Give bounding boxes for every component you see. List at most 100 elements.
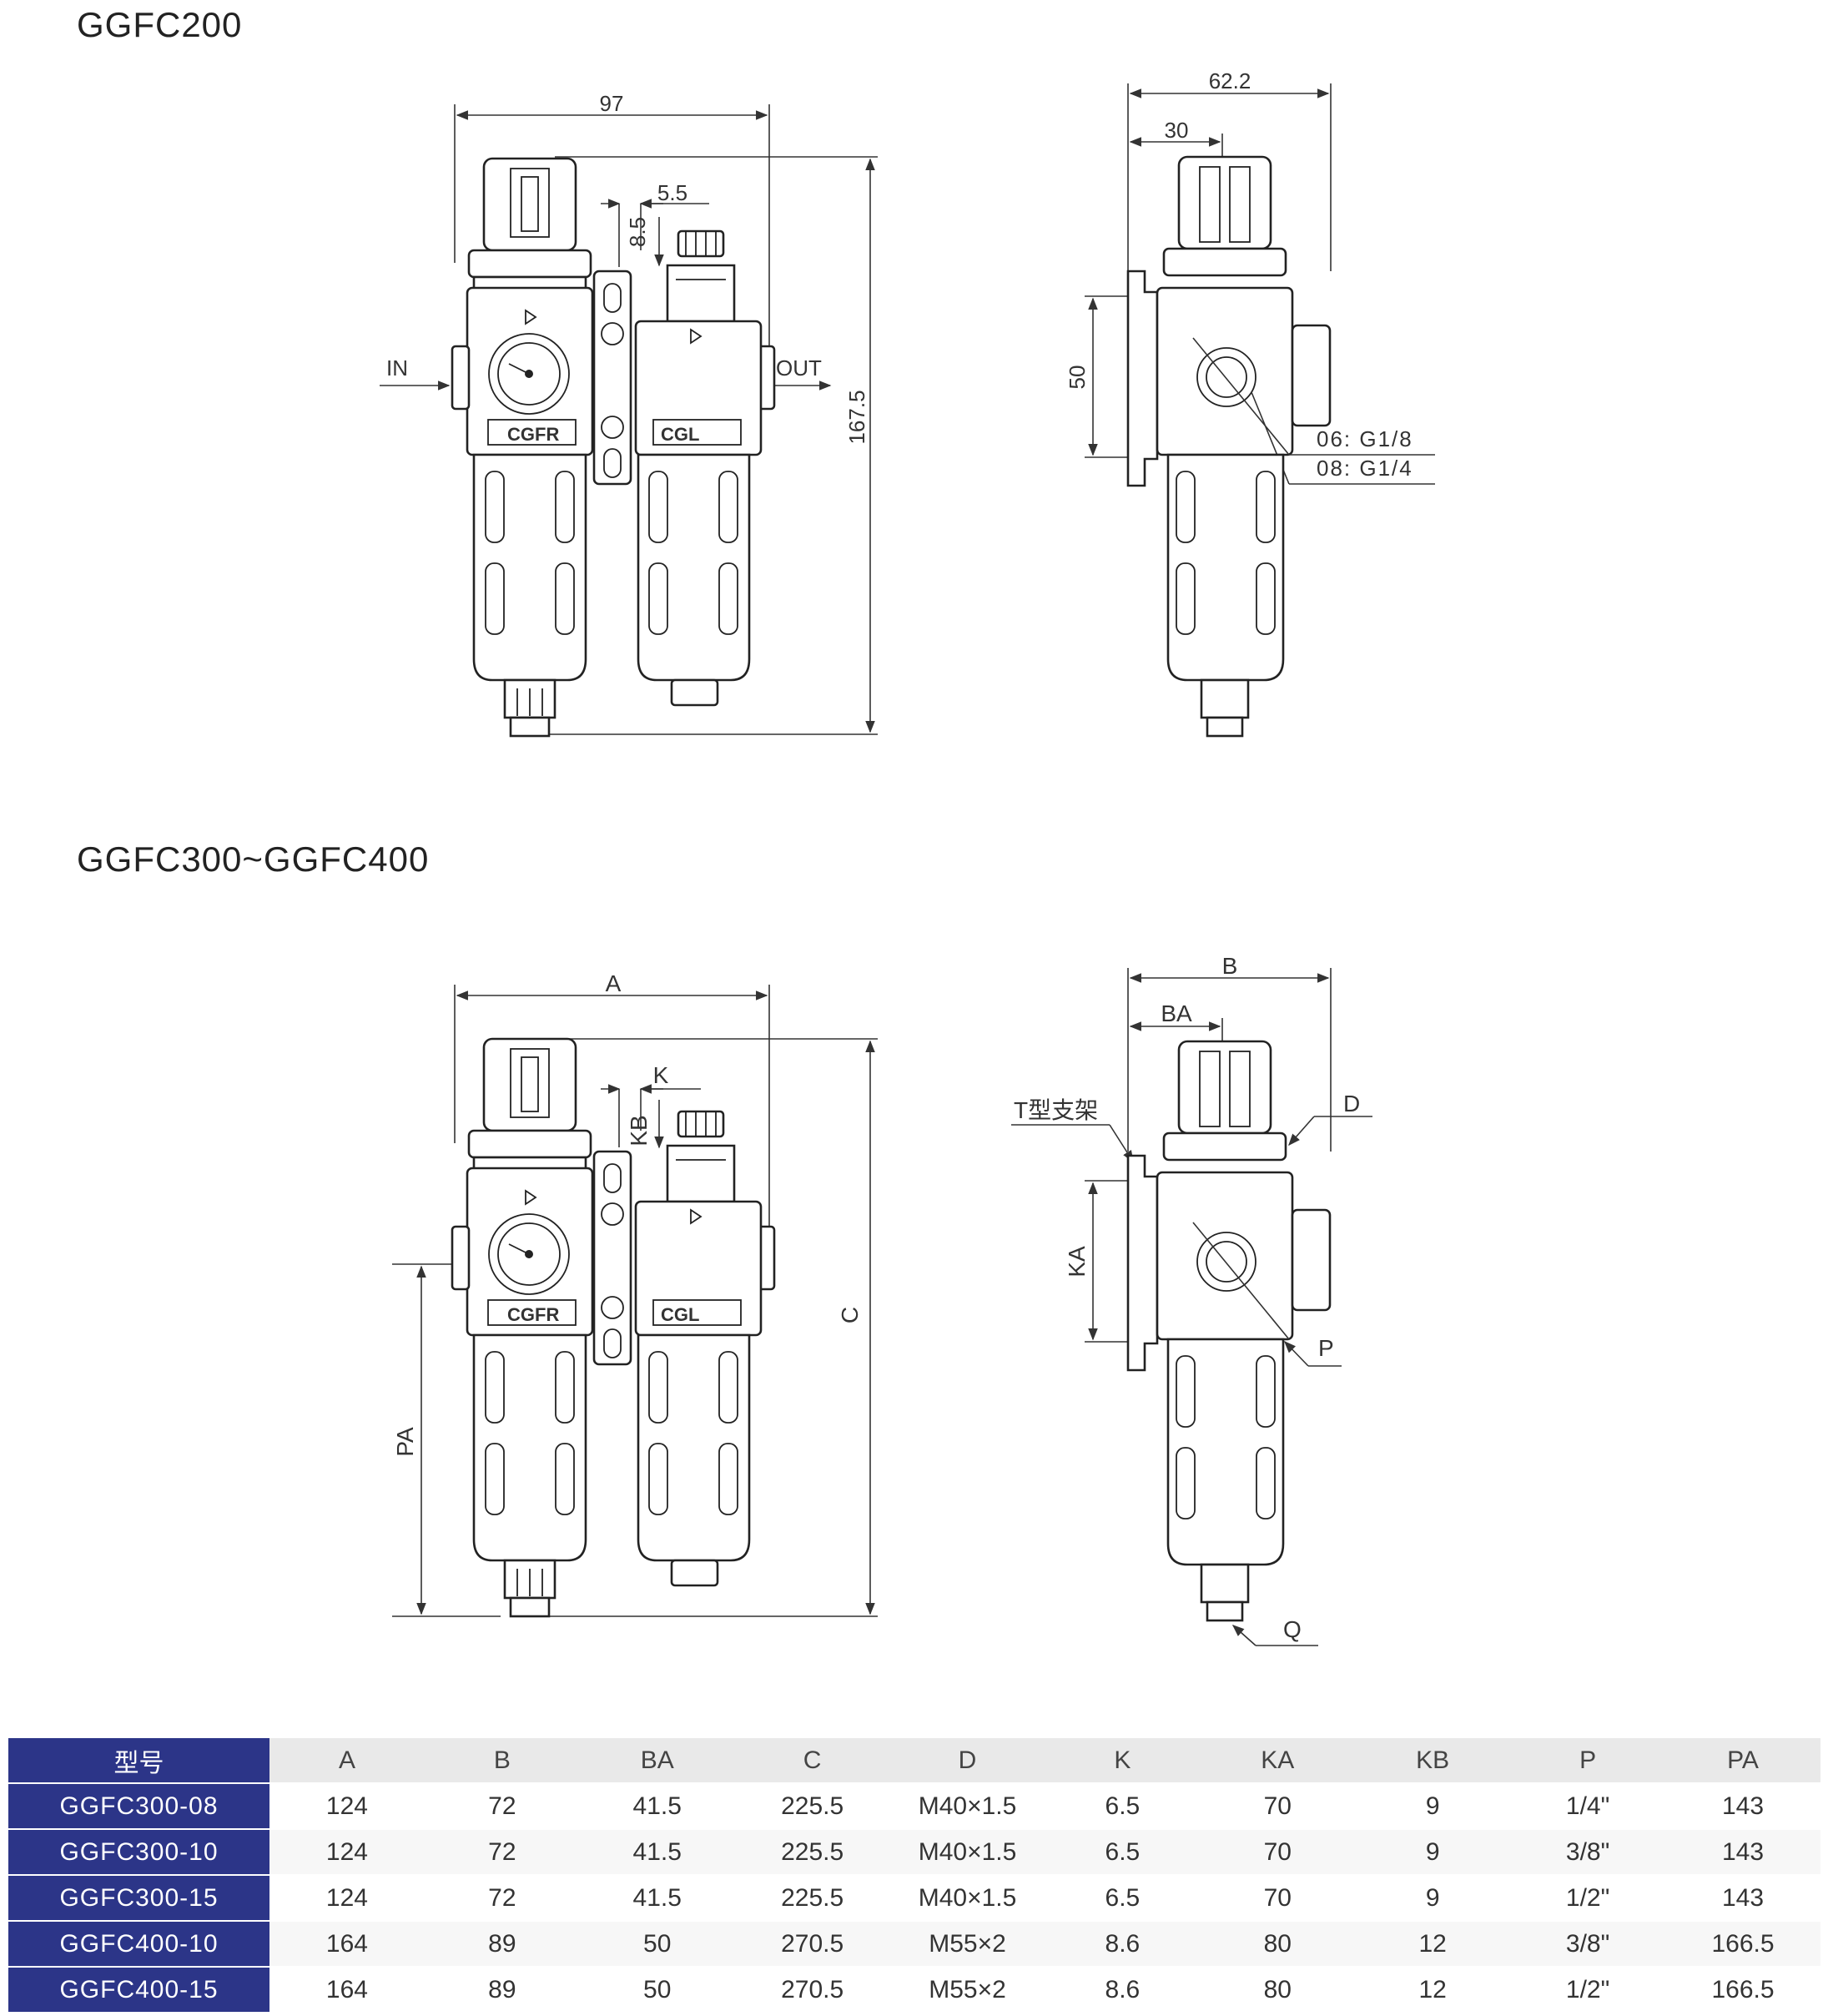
cell-c: 225.5: [734, 1875, 890, 1922]
dim-30-label: 30: [1165, 118, 1189, 143]
cell-a: 164: [269, 1921, 425, 1968]
port-08-label: 08: G1/4: [1317, 456, 1413, 481]
cell-a: 164: [269, 1967, 425, 2013]
cell-c: 270.5: [734, 1921, 890, 1968]
cell-p: 1/4": [1510, 1783, 1666, 1830]
cell-model: GGFC400-10: [8, 1921, 269, 1968]
cell-ba: 41.5: [579, 1783, 735, 1830]
dim-ka-label: KA: [1064, 1246, 1090, 1278]
cell-d: M55×2: [889, 1921, 1045, 1968]
cell-model: GGFC300-10: [8, 1829, 269, 1876]
cell-ka: 70: [1200, 1783, 1356, 1830]
cell-pa: 143: [1665, 1875, 1820, 1922]
cell-pa: 143: [1665, 1783, 1820, 1830]
cell-p: 3/8": [1510, 1829, 1666, 1876]
bottom-filter-label: CGFR: [507, 1304, 559, 1325]
label-q: Q: [1283, 1616, 1302, 1642]
cell-kb: 9: [1355, 1783, 1511, 1830]
dim-k-label: K: [653, 1062, 669, 1088]
table-header-row: 型号 A B BA C D K KA KB P PA: [8, 1738, 1820, 1784]
cell-ba: 50: [579, 1967, 735, 2013]
cell-a: 124: [269, 1829, 425, 1876]
dim-ba-label: BA: [1161, 1000, 1192, 1026]
specification-table: 型号 A B BA C D K KA KB P PA GGFC300-08 12…: [8, 1738, 1820, 2013]
top-lubricator-label: CGL: [661, 424, 699, 445]
cell-c: 225.5: [734, 1783, 890, 1830]
header-b: B: [424, 1738, 580, 1784]
cell-ba: 41.5: [579, 1875, 735, 1922]
cell-b: 89: [424, 1967, 580, 2013]
cell-k: 6.5: [1045, 1783, 1201, 1830]
cell-d: M40×1.5: [889, 1829, 1045, 1876]
section-title-ggfc200: GGFC200: [77, 5, 243, 44]
cell-c: 270.5: [734, 1967, 890, 2013]
cell-ka: 80: [1200, 1967, 1356, 2013]
cell-a: 124: [269, 1875, 425, 1922]
header-a: A: [269, 1738, 425, 1784]
header-c: C: [734, 1738, 890, 1784]
top-side-view: 62.2 30 50 06: G1/8 08: G1/4: [1065, 68, 1435, 738]
label-t-bracket: T型支架: [1014, 1097, 1098, 1123]
section-title-ggfc300-400: GGFC300~GGFC400: [77, 839, 430, 879]
cell-b: 72: [424, 1783, 580, 1830]
port-06-label: 06: G1/8: [1317, 426, 1413, 451]
dim-50-label: 50: [1065, 365, 1090, 390]
cell-d: M40×1.5: [889, 1783, 1045, 1830]
label-in: IN: [386, 355, 408, 381]
bottom-side-view: B BA T型支架 D KA P Q: [1011, 953, 1372, 1646]
table-row: GGFC300-08 124 72 41.5 225.5 M40×1.5 6.5…: [8, 1783, 1820, 1830]
cell-c: 225.5: [734, 1829, 890, 1876]
cell-kb: 9: [1355, 1875, 1511, 1922]
cell-k: 8.6: [1045, 1967, 1201, 2013]
dim-kb-label: KB: [626, 1115, 652, 1146]
cell-kb: 12: [1355, 1921, 1511, 1968]
header-kb: KB: [1355, 1738, 1511, 1784]
cell-b: 89: [424, 1921, 580, 1968]
cell-p: 3/8": [1510, 1921, 1666, 1968]
cell-k: 8.6: [1045, 1921, 1201, 1968]
cell-d: M40×1.5: [889, 1875, 1045, 1922]
cell-model: GGFC400-15: [8, 1967, 269, 2013]
table-row: GGFC400-10 164 89 50 270.5 M55×2 8.6 80 …: [8, 1921, 1820, 1968]
cell-b: 72: [424, 1875, 580, 1922]
technical-drawing: 97 167.5 5.5 8.5 IN OUT CGFR: [380, 68, 1435, 1646]
cell-pa: 166.5: [1665, 1921, 1820, 1968]
bottom-front-view: A C K KB PA CGFR: [392, 970, 878, 1618]
label-p: P: [1318, 1335, 1334, 1361]
dim-a-label: A: [606, 970, 622, 996]
cell-b: 72: [424, 1829, 580, 1876]
cell-d: M55×2: [889, 1967, 1045, 2013]
cell-pa: 166.5: [1665, 1967, 1820, 2013]
cell-kb: 12: [1355, 1967, 1511, 2013]
cell-p: 1/2": [1510, 1875, 1666, 1922]
dim-5-5-label: 5.5: [657, 180, 687, 205]
header-d: D: [889, 1738, 1045, 1784]
header-ka: KA: [1200, 1738, 1356, 1784]
dim-97-label: 97: [600, 91, 624, 116]
cell-k: 6.5: [1045, 1829, 1201, 1876]
cell-ba: 50: [579, 1921, 735, 1968]
cell-a: 124: [269, 1783, 425, 1830]
dim-c-label: C: [837, 1307, 863, 1323]
dim-b-label: B: [1222, 953, 1238, 979]
cell-model: GGFC300-08: [8, 1783, 269, 1830]
cell-p: 1/2": [1510, 1967, 1666, 2013]
dim-167-5-label: 167.5: [844, 390, 869, 444]
table-row: GGFC300-15 124 72 41.5 225.5 M40×1.5 6.5…: [8, 1875, 1820, 1922]
table-row: GGFC400-15 164 89 50 270.5 M55×2 8.6 80 …: [8, 1967, 1820, 2013]
dim-62-2-label: 62.2: [1209, 68, 1251, 93]
dim-8-5-label: 8.5: [625, 217, 650, 247]
header-pa: PA: [1665, 1738, 1820, 1784]
cell-kb: 9: [1355, 1829, 1511, 1876]
cell-model: GGFC300-15: [8, 1875, 269, 1922]
cell-ba: 41.5: [579, 1829, 735, 1876]
dim-pa-label: PA: [392, 1427, 418, 1457]
header-ba: BA: [579, 1738, 735, 1784]
label-d: D: [1343, 1091, 1360, 1116]
cell-ka: 70: [1200, 1875, 1356, 1922]
header-p: P: [1510, 1738, 1666, 1784]
bottom-lubricator-label: CGL: [661, 1304, 699, 1325]
cell-k: 6.5: [1045, 1875, 1201, 1922]
header-model: 型号: [8, 1738, 269, 1784]
label-out: OUT: [776, 355, 822, 381]
